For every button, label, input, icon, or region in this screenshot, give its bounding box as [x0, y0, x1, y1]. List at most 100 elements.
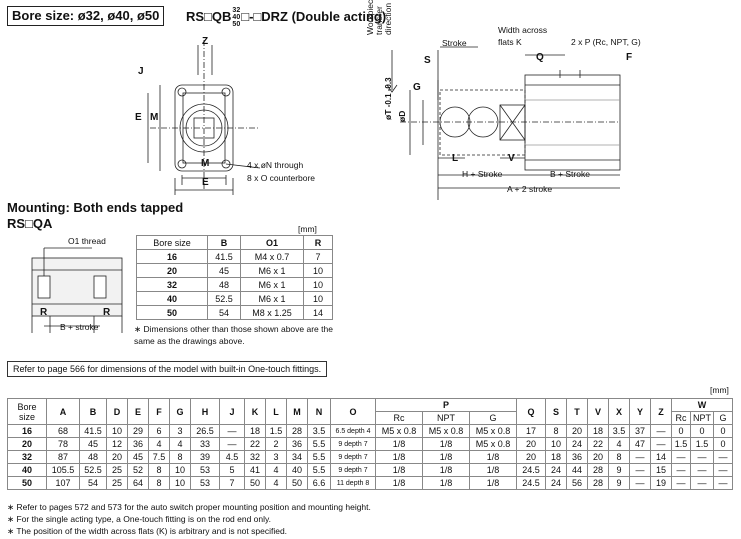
table-cell: —: [629, 463, 651, 477]
table-cell: 10: [106, 424, 128, 438]
table-cell: 3: [169, 424, 191, 438]
table-cell: 3.5: [307, 424, 331, 438]
header-p-g: G: [469, 411, 517, 425]
table-cell: 17: [516, 424, 546, 438]
stroke-label: Stroke: [442, 38, 467, 48]
table-cell: 40: [7, 463, 47, 477]
table-cell: —: [219, 437, 245, 451]
header-w-rc: Rc: [671, 411, 691, 425]
header-b: B: [79, 398, 107, 425]
table-cell: —: [671, 450, 691, 464]
table-cell: 7.5: [148, 450, 170, 464]
dim-m-horizontal: M: [201, 158, 210, 169]
table-cell: 4: [265, 476, 287, 490]
header-d: D: [106, 398, 128, 425]
footnote-2: ∗ For the single acting type, a One-touc…: [7, 514, 272, 524]
mount-cell: 10: [303, 291, 333, 306]
header-h: H: [190, 398, 220, 425]
side-view-drawing: [386, 46, 621, 200]
table-cell: 5: [219, 463, 245, 477]
width-across-label: Width across: [498, 25, 548, 35]
table-cell: 22: [244, 437, 266, 451]
table-cell: 11 depth 8: [330, 476, 376, 490]
table-cell: 36: [286, 437, 308, 451]
header-bore-size: Bore size: [7, 398, 47, 425]
table-cell: 18: [587, 424, 609, 438]
table-cell: 16: [7, 424, 47, 438]
footnote-3: ∗ The position of the width across flats…: [7, 526, 288, 536]
header-t: T: [566, 398, 588, 425]
mount-cell: 40: [136, 291, 208, 306]
table-cell: 6: [148, 424, 170, 438]
table-cell: 24: [545, 463, 567, 477]
mount-cell: M6 x 1: [240, 277, 304, 292]
table-cell: 20: [516, 450, 546, 464]
dim-z: Z: [202, 36, 209, 47]
table-cell: 53: [190, 476, 220, 490]
table-cell: 36: [566, 450, 588, 464]
table-cell: 10: [169, 463, 191, 477]
mount-header-bore: Bore size: [136, 235, 208, 250]
mount-cell: 32: [136, 277, 208, 292]
dim-e-horizontal: E: [202, 177, 209, 188]
table-cell: —: [713, 463, 733, 477]
table-cell: —: [671, 463, 691, 477]
header-e: E: [127, 398, 149, 425]
dim-j: J: [138, 66, 144, 77]
mount-cell: 20: [136, 263, 208, 278]
table-cell: 12: [106, 437, 128, 451]
mount-cell: M6 x 1: [240, 263, 304, 278]
mount-cell: 50: [136, 305, 208, 320]
table-cell: 1/8: [375, 476, 423, 490]
header-a: A: [46, 398, 80, 425]
table-cell: 3.5: [608, 424, 630, 438]
header-z: Z: [650, 398, 672, 425]
header-v: V: [587, 398, 609, 425]
table-cell: 4: [608, 437, 630, 451]
footnote-1: ∗ Refer to pages 572 and 573 for the aut…: [7, 502, 371, 512]
table-cell: 5.5: [307, 463, 331, 477]
b-stroke-label: B + Stroke: [550, 169, 590, 179]
table-cell: 8: [169, 450, 191, 464]
table-cell: 47: [629, 437, 651, 451]
table-cell: 32: [7, 450, 47, 464]
table-cell: 1.5: [265, 424, 287, 438]
table-cell: 8: [608, 450, 630, 464]
table-cell: 0: [713, 437, 733, 451]
table-cell: 1/8: [422, 476, 470, 490]
table-cell: 24.5: [516, 476, 546, 490]
table-cell: 34: [286, 450, 308, 464]
table-cell: 24: [545, 476, 567, 490]
table-cell: —: [650, 437, 672, 451]
dim-g: G: [413, 82, 421, 93]
mount-cell: M8 x 1.25: [240, 305, 304, 320]
table-cell: 3: [265, 450, 287, 464]
table-cell: 50: [7, 476, 47, 490]
table-cell: 9 depth 7: [330, 463, 376, 477]
table-cell: 1/8: [375, 463, 423, 477]
n-through-note: 4 x øN through: [247, 160, 304, 170]
table-cell: 1/8: [375, 437, 423, 451]
dim-s: S: [424, 55, 431, 66]
table-cell: 37: [629, 424, 651, 438]
header-o: O: [330, 398, 376, 425]
mount-cell: 54: [207, 305, 241, 320]
table-cell: —: [690, 450, 714, 464]
mount-cell: M6 x 1: [240, 291, 304, 306]
flats-k-label: flats K: [498, 37, 522, 47]
table-cell: 41: [244, 463, 266, 477]
mount-cell: 45: [207, 263, 241, 278]
header-p-rc: Rc: [375, 411, 423, 425]
mount-cell: 10: [303, 277, 333, 292]
dim-l: L: [452, 153, 459, 164]
table-cell: 24.5: [516, 463, 546, 477]
direction-label: direction: [383, 2, 393, 35]
mount-cell: 14: [303, 305, 333, 320]
table-cell: 1/8: [422, 450, 470, 464]
header-q: Q: [516, 398, 546, 425]
table-cell: 105.5: [46, 463, 80, 477]
